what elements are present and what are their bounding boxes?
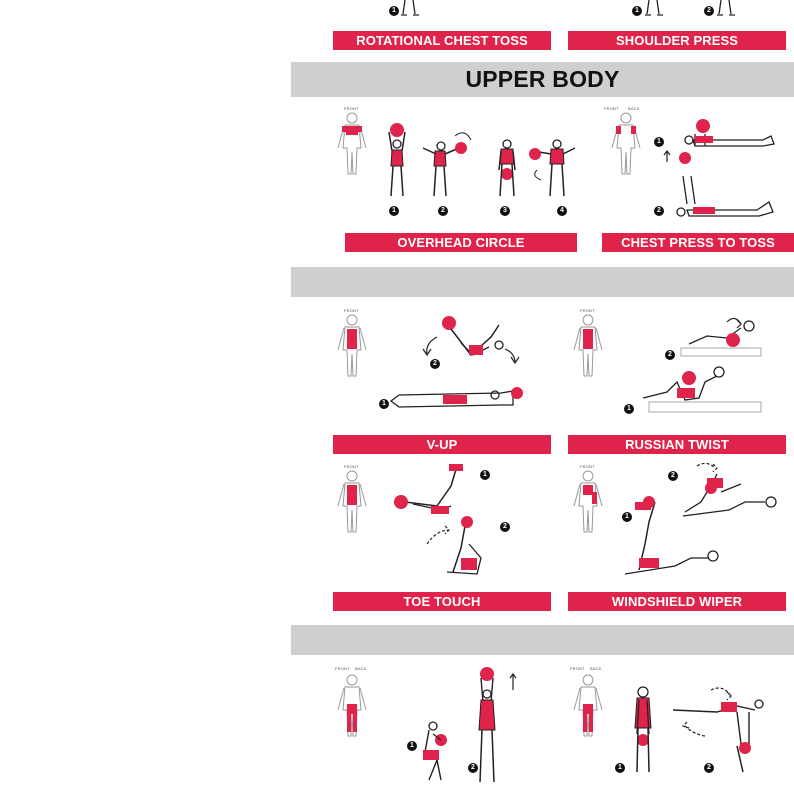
step-1-badge: 1	[615, 763, 625, 773]
anatomy-figure-back	[337, 674, 367, 737]
deadlift-figures	[634, 686, 764, 773]
chest-press-figures	[663, 119, 775, 217]
exercise-figure	[645, 0, 663, 16]
step-1-badge: 1	[480, 470, 490, 480]
front-label: FRONT	[604, 106, 619, 111]
step-3-badge: 3	[500, 206, 510, 216]
section-band	[291, 625, 794, 655]
step-2-badge: 2	[704, 763, 714, 773]
step-4-badge: 4	[557, 206, 567, 216]
anatomy-figure-front	[611, 112, 641, 175]
anatomy-figure-front	[337, 314, 367, 377]
back-label: BACK	[590, 666, 602, 671]
label-v-up: V-UP	[333, 435, 551, 454]
step-2-badge: 2	[500, 522, 510, 532]
windshield-wiper-figures	[624, 462, 777, 575]
front-label: FRONT	[344, 308, 359, 313]
exercise-figure	[401, 0, 419, 16]
label-shoulder-press: SHOULDER PRESS	[568, 31, 786, 50]
back-label: BACK	[628, 106, 640, 111]
section-title-upper-body: UPPER BODY	[465, 66, 620, 92]
anatomy-figure-front	[573, 314, 603, 377]
overhead-circle-figures	[388, 123, 576, 197]
step-1-badge: 1	[632, 6, 642, 16]
label-rotational-chest-toss: ROTATIONAL CHEST TOSS	[333, 31, 551, 50]
anatomy-figure-back	[573, 674, 603, 737]
anatomy-figure-front	[337, 470, 367, 533]
step-1-badge: 1	[389, 206, 399, 216]
section-band	[291, 267, 794, 297]
step-2-badge: 2	[438, 206, 448, 216]
step-1-badge: 1	[379, 399, 389, 409]
step-2-badge: 2	[668, 471, 678, 481]
exercise-figure	[717, 0, 735, 16]
step-2-badge: 2	[665, 350, 675, 360]
front-label: FRONT	[580, 308, 595, 313]
front-label: FRONT	[344, 464, 359, 469]
label-russian-twist: RUSSIAN TWIST	[568, 435, 786, 454]
squat-figures	[423, 667, 517, 783]
front-label: FRONT	[570, 666, 585, 671]
front-label: FRONT	[580, 464, 595, 469]
v-up-figures	[389, 316, 523, 408]
step-2-badge: 2	[704, 6, 714, 16]
step-2-badge: 2	[654, 206, 664, 216]
step-1-badge: 1	[622, 512, 632, 522]
back-label: BACK	[355, 666, 367, 671]
label-chest-press-to-toss: CHEST PRESS TO TOSS	[602, 233, 794, 252]
step-2-badge: 2	[468, 763, 478, 773]
label-toe-touch: TOE TOUCH	[333, 592, 551, 611]
step-1-badge: 1	[407, 741, 417, 751]
front-label: FRONT	[344, 106, 359, 111]
exercise-poster: 1 1 2 ROTATIONAL CHEST TOSS SHOULDER PRE…	[291, 0, 794, 794]
step-1-badge: 1	[654, 137, 664, 147]
anatomy-figure-front	[573, 470, 603, 533]
section-title	[291, 267, 794, 297]
label-overhead-circle: OVERHEAD CIRCLE	[345, 233, 577, 252]
step-1-badge: 1	[389, 6, 399, 16]
step-1-badge: 1	[624, 404, 634, 414]
section-band: UPPER BODY	[291, 62, 794, 97]
russian-twist-figures	[642, 317, 762, 413]
toe-touch-figures	[394, 464, 482, 575]
label-windshield-wiper: WINDSHIELD WIPER	[568, 592, 786, 611]
step-2-badge: 2	[430, 359, 440, 369]
anatomy-figure-front	[337, 112, 367, 175]
section-title	[291, 625, 794, 655]
front-label: FRONT	[335, 666, 350, 671]
